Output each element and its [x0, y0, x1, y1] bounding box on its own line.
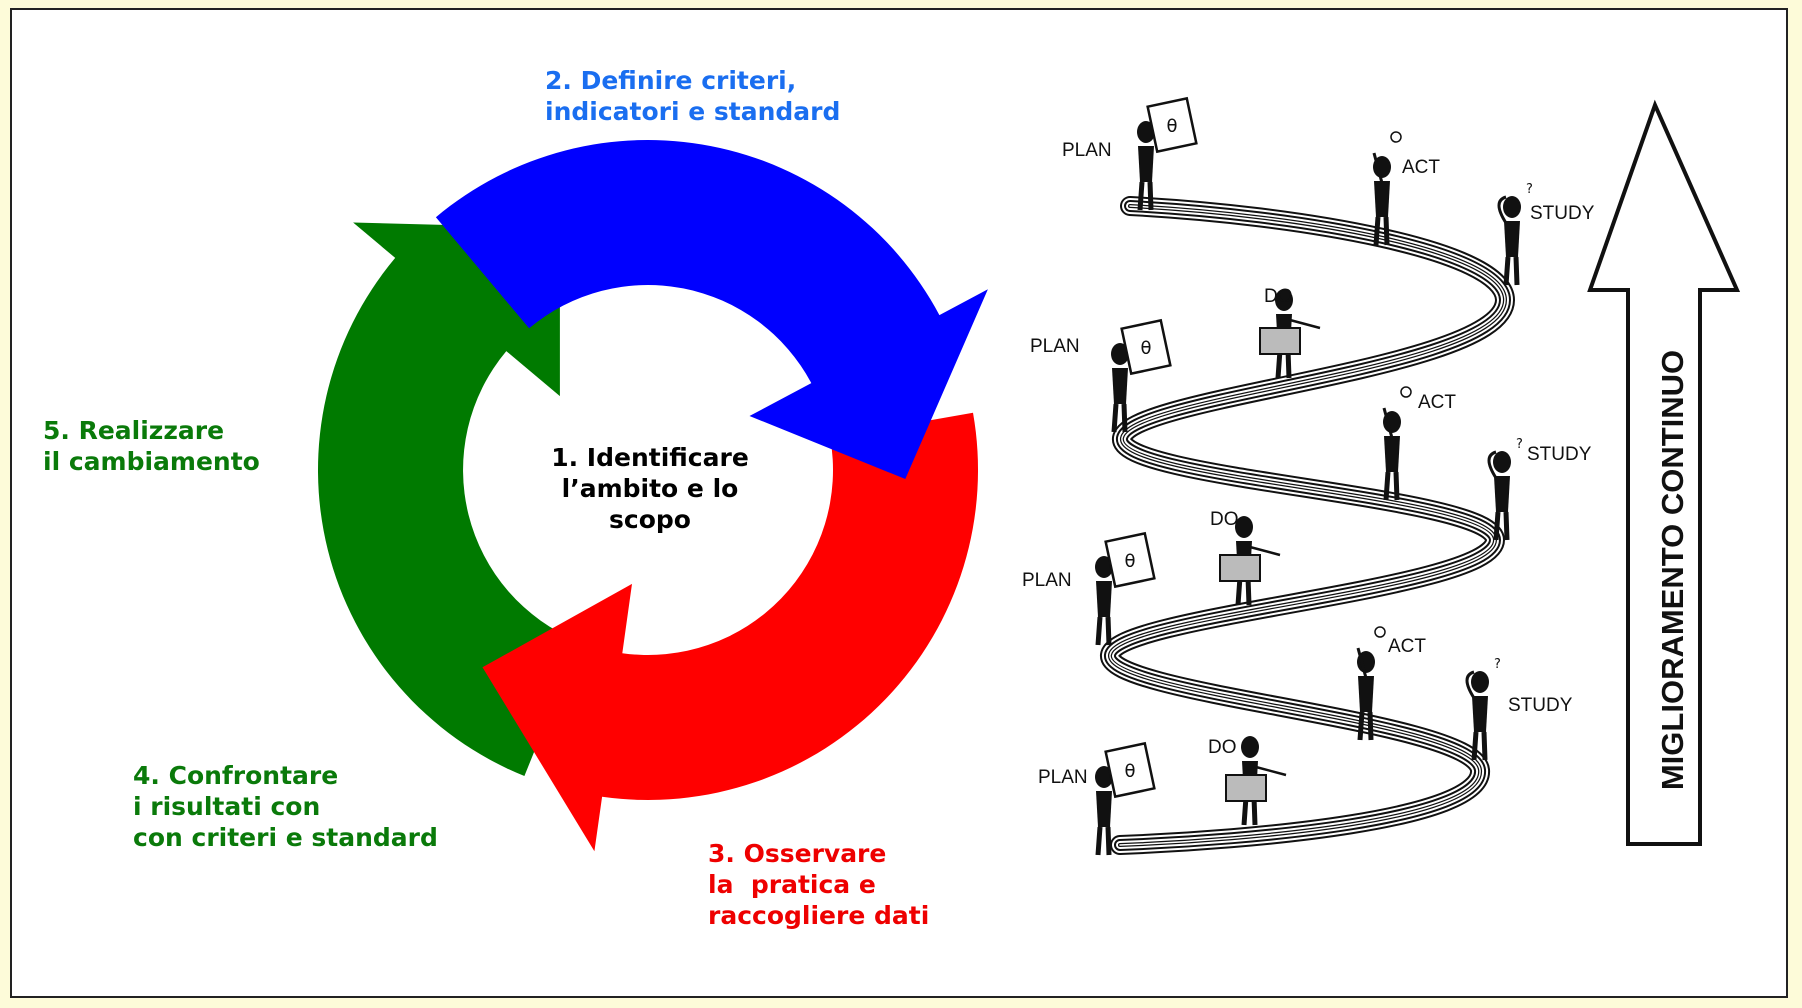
act-figure-2: ACT — [1382, 386, 1456, 501]
study-figure-3-label: STUDY — [1508, 695, 1573, 716]
do-figure-1: DO — [1259, 286, 1321, 379]
study-figure-1-label: STUDY — [1530, 203, 1595, 224]
act-figure-3: ACT — [1356, 626, 1426, 741]
svg-text:?: ? — [1494, 657, 1501, 672]
step-3-label: 3. Osservare la pratica e raccogliere da… — [708, 839, 930, 930]
step-4-label: 4. Confrontare i risultati con con crite… — [133, 761, 438, 852]
svg-text:θ: θ — [1140, 338, 1151, 359]
svg-text:?: ? — [1526, 182, 1533, 197]
spiral-figures: θPLANACT?STUDYθPLANDOACT?STUDYθPLANDOACT… — [1022, 96, 1595, 856]
svg-text:θ: θ — [1166, 116, 1177, 137]
study-figure-2-label: STUDY — [1527, 444, 1592, 465]
do-figure-3-label: DO — [1208, 737, 1237, 758]
do-figure-1-label: DO — [1264, 286, 1293, 307]
plan-figure-4: θ PLAN — [1038, 741, 1156, 856]
study-figure-3: ? STUDY — [1465, 657, 1573, 761]
plan-figure-2-label: PLAN — [1030, 336, 1080, 357]
study-figure-1: ? STUDY — [1497, 182, 1595, 286]
plan-figure-3-label: PLAN — [1022, 570, 1072, 591]
continuous-improvement-label: MIGLIORAMENTO CONTINUO — [1655, 350, 1690, 790]
act-figure-1: ACT — [1372, 131, 1440, 246]
svg-text:?: ? — [1516, 437, 1523, 452]
do-figure-2-label: DO — [1210, 509, 1239, 530]
plan-figure-2: θ PLAN — [1030, 318, 1172, 433]
act-figure-1-label: ACT — [1402, 157, 1440, 178]
plan-figure-1-label: PLAN — [1062, 140, 1112, 161]
do-figure-3: DO — [1208, 736, 1287, 826]
red-cycle-arrow — [482, 412, 979, 852]
step-5-label: 5. Realizzare il cambiamento — [43, 416, 260, 476]
act-figure-2-label: ACT — [1418, 392, 1456, 413]
act-figure-3-label: ACT — [1388, 636, 1426, 657]
do-figure-2: DO — [1210, 509, 1281, 606]
blue-cycle-arrow — [435, 139, 988, 479]
study-figure-2: ? STUDY — [1487, 437, 1592, 541]
plan-figure-4-label: PLAN — [1038, 767, 1088, 788]
svg-text:θ: θ — [1124, 551, 1135, 572]
step-1-center-label: 1. Identificare l’ambito e lo scopo — [551, 443, 749, 534]
step-2-label: 2. Definire criteri, indicatori e standa… — [545, 66, 841, 126]
spiral-ribbon — [1100, 196, 1516, 855]
svg-text:θ: θ — [1124, 761, 1135, 782]
green-cycle-arrow — [317, 222, 579, 776]
